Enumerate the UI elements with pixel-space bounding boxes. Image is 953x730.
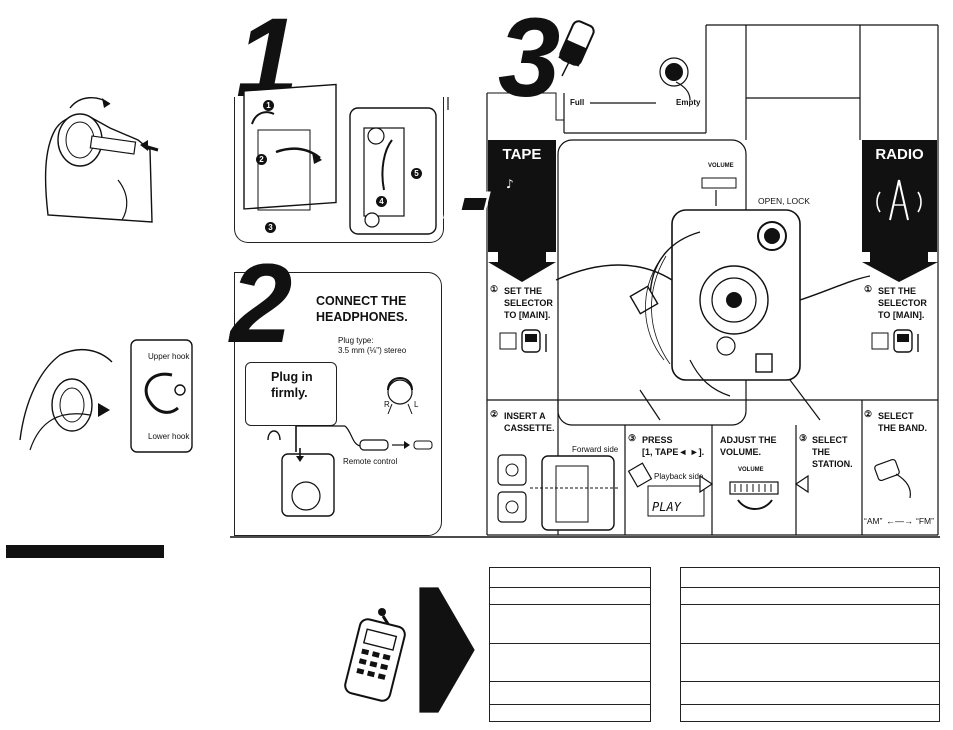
table-row [681, 568, 939, 588]
step2-title-line1: CONNECT THE [316, 294, 407, 308]
plug-in-box [245, 362, 337, 426]
adjust-volume-label: VOLUME [738, 467, 764, 473]
step2-title-line2: HEADPHONES. [316, 310, 408, 324]
callout-5: 5 [411, 168, 422, 179]
tape-set-selector-line1: SET THE [504, 286, 543, 296]
tape-header-label: TAPE [502, 146, 542, 163]
battery-empty-label: Empty [676, 98, 701, 107]
tape-set-selector-line3: TO [MAIN]. [504, 310, 551, 320]
callout-1: 1 [263, 100, 274, 111]
forward-side-label: Forward side [572, 445, 619, 454]
tape-header: TAPE [488, 140, 556, 252]
band-arrow: ←—→ [886, 516, 913, 526]
plug-in-line2: firmly. [271, 386, 308, 400]
radio-header-label: RADIO [875, 146, 924, 163]
tape-set-selector-line2: SELECTOR [504, 298, 553, 308]
play-display: PLAY [652, 500, 681, 514]
left-ear-label: L [414, 400, 419, 409]
radio-step2-circle: ② [864, 409, 873, 419]
select-band-line1: SELECT [878, 411, 914, 421]
tape-insert: INSERT A CASSETTE. [504, 410, 555, 434]
remote-control-label: Remote control [343, 457, 398, 466]
table-right [680, 567, 940, 722]
plug-type-label: Plug type: [338, 336, 374, 345]
radio-set-selector-line1: SET THE [878, 286, 917, 296]
plug-type-value: 3.5 mm (⅛") stereo [338, 346, 407, 355]
tape-press-line1: PRESS [642, 435, 673, 445]
tape-set-selector: SET THE SELECTOR TO [MAIN]. [504, 285, 553, 321]
fm-label: “FM” [916, 516, 934, 526]
table-left [489, 567, 651, 722]
step2-number-overlay: 2 [230, 241, 292, 366]
adjust-volume: ADJUST THE VOLUME. [720, 434, 777, 458]
battery-full-label: Full [570, 98, 585, 107]
table-row [490, 568, 650, 588]
select-band-line2: THE BAND. [878, 423, 927, 433]
lower-hook-label: Lower hook [148, 432, 190, 441]
upper-hook-label: Upper hook [148, 352, 190, 361]
section-heading-bar [6, 545, 164, 558]
tape-step1-circle: ① [490, 284, 499, 294]
table-row [490, 588, 650, 605]
tape-insert-line2: CASSETTE. [504, 423, 555, 433]
select-station-line1: SELECT [812, 435, 848, 445]
select-station-line2: THE [812, 447, 830, 457]
adjust-volume-line1: ADJUST THE [720, 435, 777, 445]
radio-step3-circle: ③ [799, 433, 808, 443]
plug-in-line1: Plug in [271, 370, 313, 384]
select-band: SELECT THE BAND. [878, 410, 927, 434]
radio-header: RADIO [862, 140, 937, 252]
center-volume-label: VOLUME [708, 163, 734, 169]
tape-step3-circle: ③ [628, 433, 637, 443]
step3-number: 3 [498, 0, 560, 120]
table-row [490, 605, 650, 644]
radio-set-selector: SET THE SELECTOR TO [MAIN]. [878, 285, 927, 321]
tape-step2-circle: ② [490, 409, 499, 419]
radio-set-selector-line2: SELECTOR [878, 298, 927, 308]
callout-2: 2 [256, 154, 267, 165]
select-station: SELECT THE STATION. [812, 434, 853, 470]
table-row [681, 644, 939, 682]
open-lock-label: OPEN, LOCK [758, 196, 810, 206]
radio-set-selector-line3: TO [MAIN]. [878, 310, 925, 320]
right-ear-label: R [384, 400, 390, 409]
radio-step1-circle: ① [864, 284, 873, 294]
callout-3: 3 [265, 222, 276, 233]
select-station-line3: STATION. [812, 459, 853, 469]
table-row [681, 605, 939, 644]
tape-insert-line1: INSERT A [504, 411, 546, 421]
tape-press: PRESS [1, TAPE◄ ►]. [642, 434, 704, 458]
table-row [490, 644, 650, 682]
table-row [681, 682, 939, 705]
table-row [490, 682, 650, 705]
svg-text:♪: ♪ [506, 177, 514, 191]
playback-side-label: Playback side [654, 472, 704, 481]
tape-press-line2: [1, TAPE◄ ►]. [642, 447, 705, 457]
table-row [681, 588, 939, 605]
adjust-volume-line2: VOLUME. [720, 447, 762, 457]
callout-4: 4 [376, 196, 387, 207]
am-label: “AM” [864, 516, 883, 526]
